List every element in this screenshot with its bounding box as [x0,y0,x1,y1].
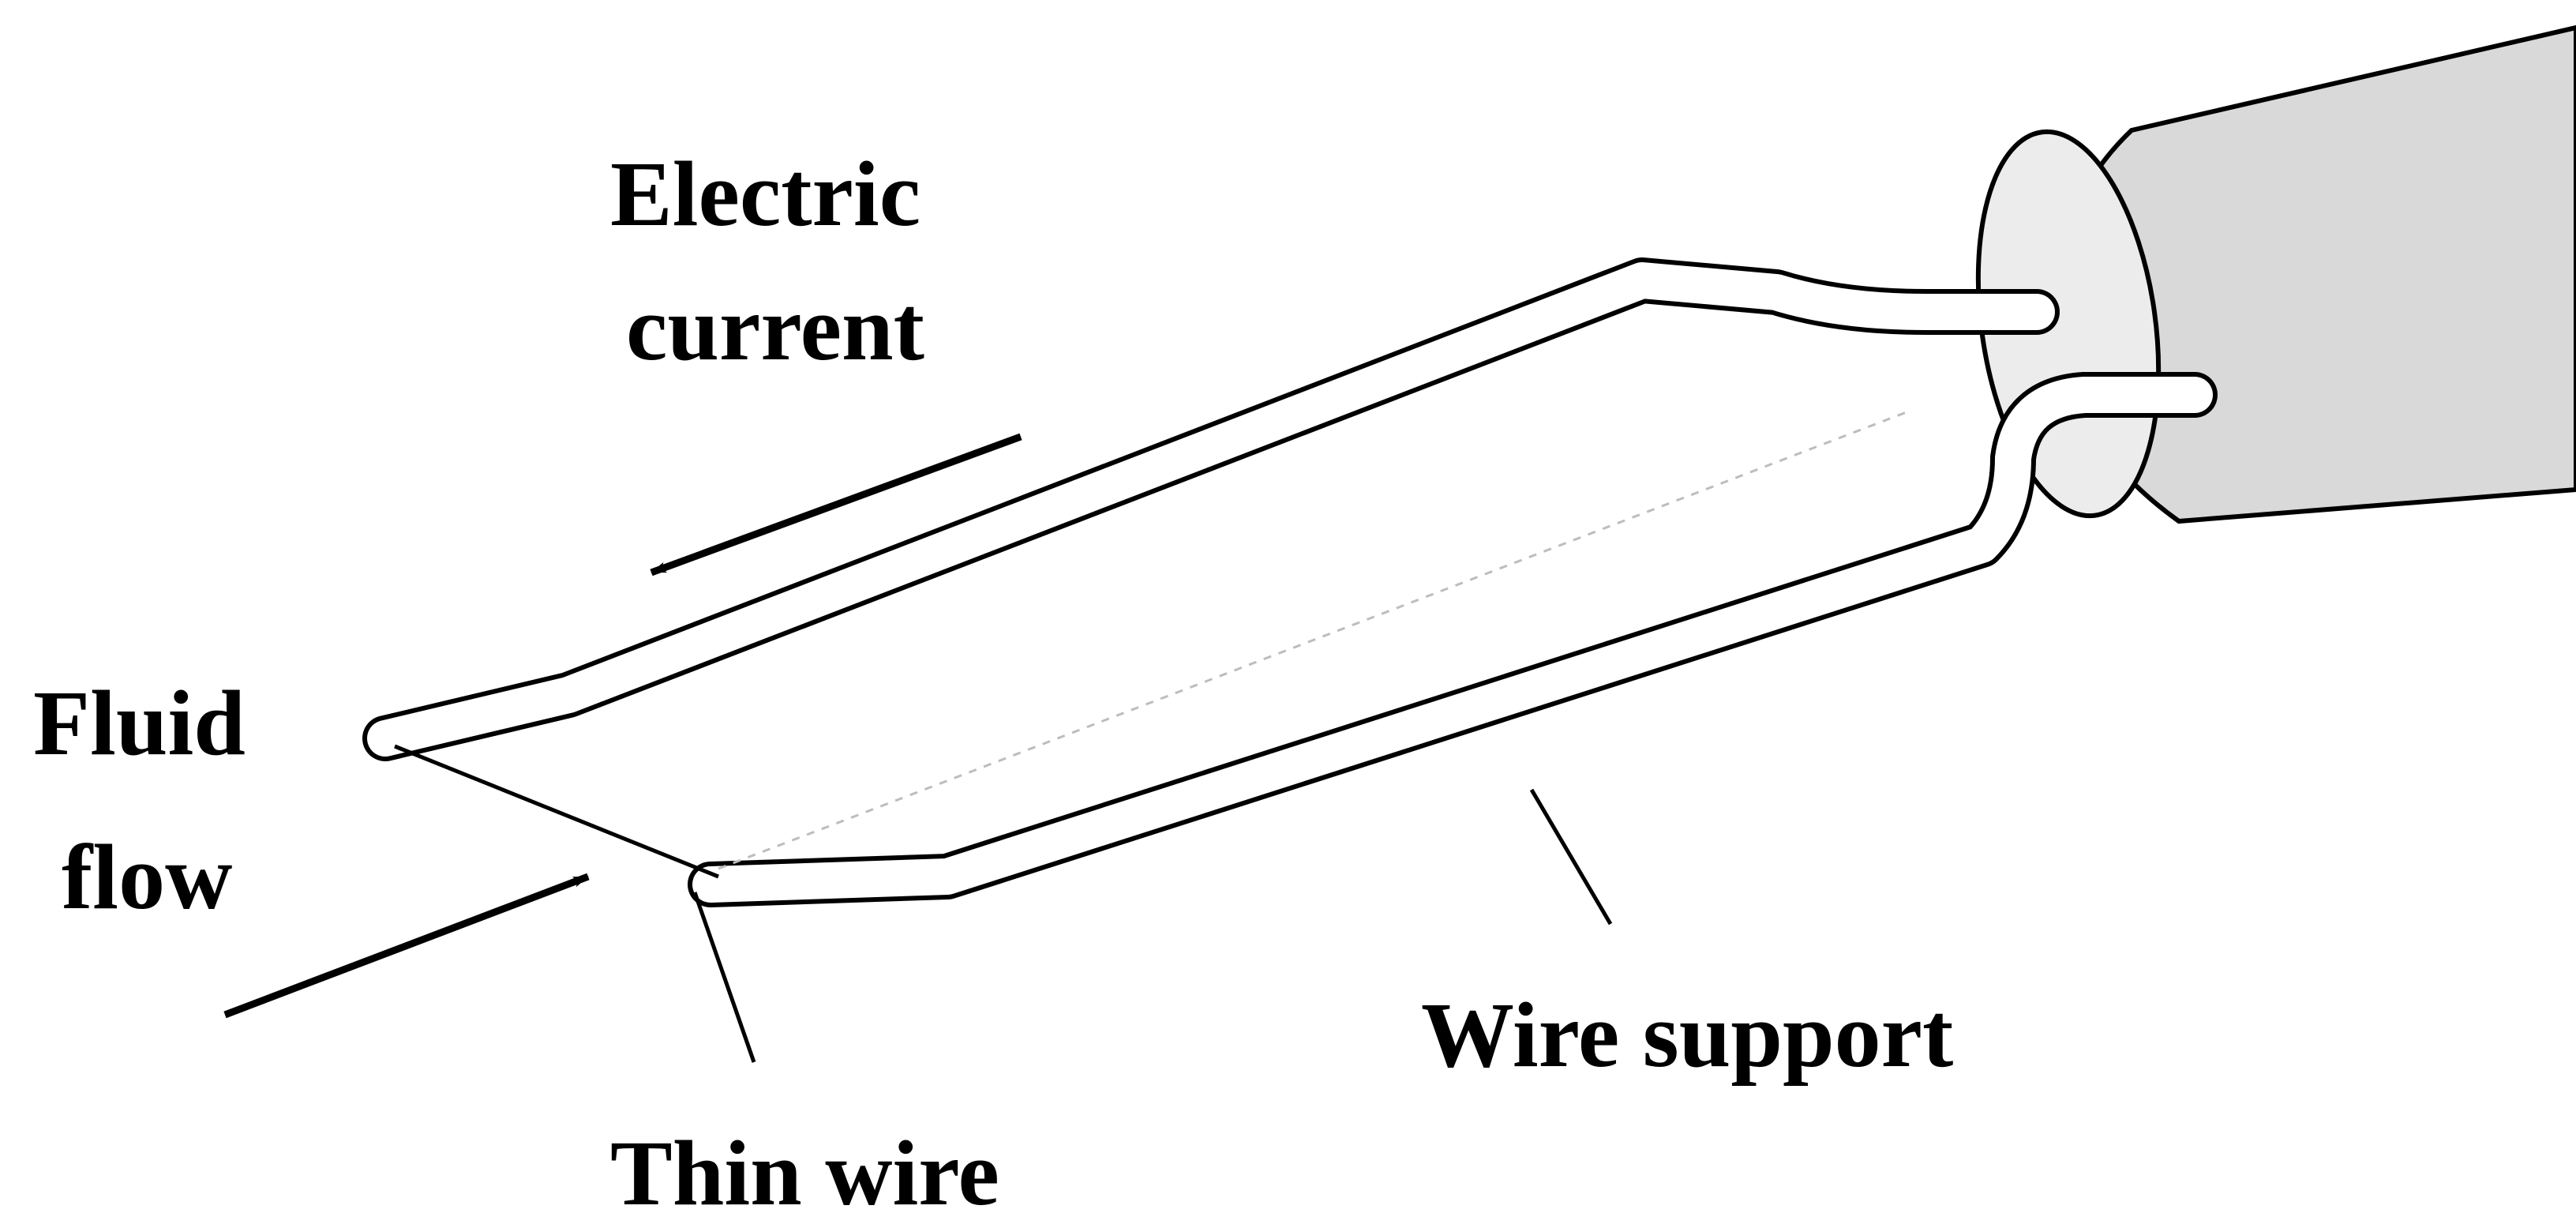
label-wire-support: Wire support [1421,983,1953,1087]
label-fluid-flow-line1: Fluid [33,671,246,775]
fluid-flow-arrow [223,873,590,1019]
wire-support-upper [362,257,2060,761]
label-electric-current-line2: current [626,276,924,380]
thin-wire-leader [692,892,756,1063]
wire-support-lower [688,372,2218,907]
label-fluid-flow-line2: flow [62,825,232,929]
thin-wire [394,744,719,879]
label-electric-current-line1: Electric [610,142,921,246]
label-thin-wire: Thin wire [610,1121,999,1225]
electric-current-arrow [650,433,1022,576]
probe-body [1975,24,2576,524]
thin-wire-hidden-part [718,409,1911,870]
wire-support-leader [1529,788,1613,926]
